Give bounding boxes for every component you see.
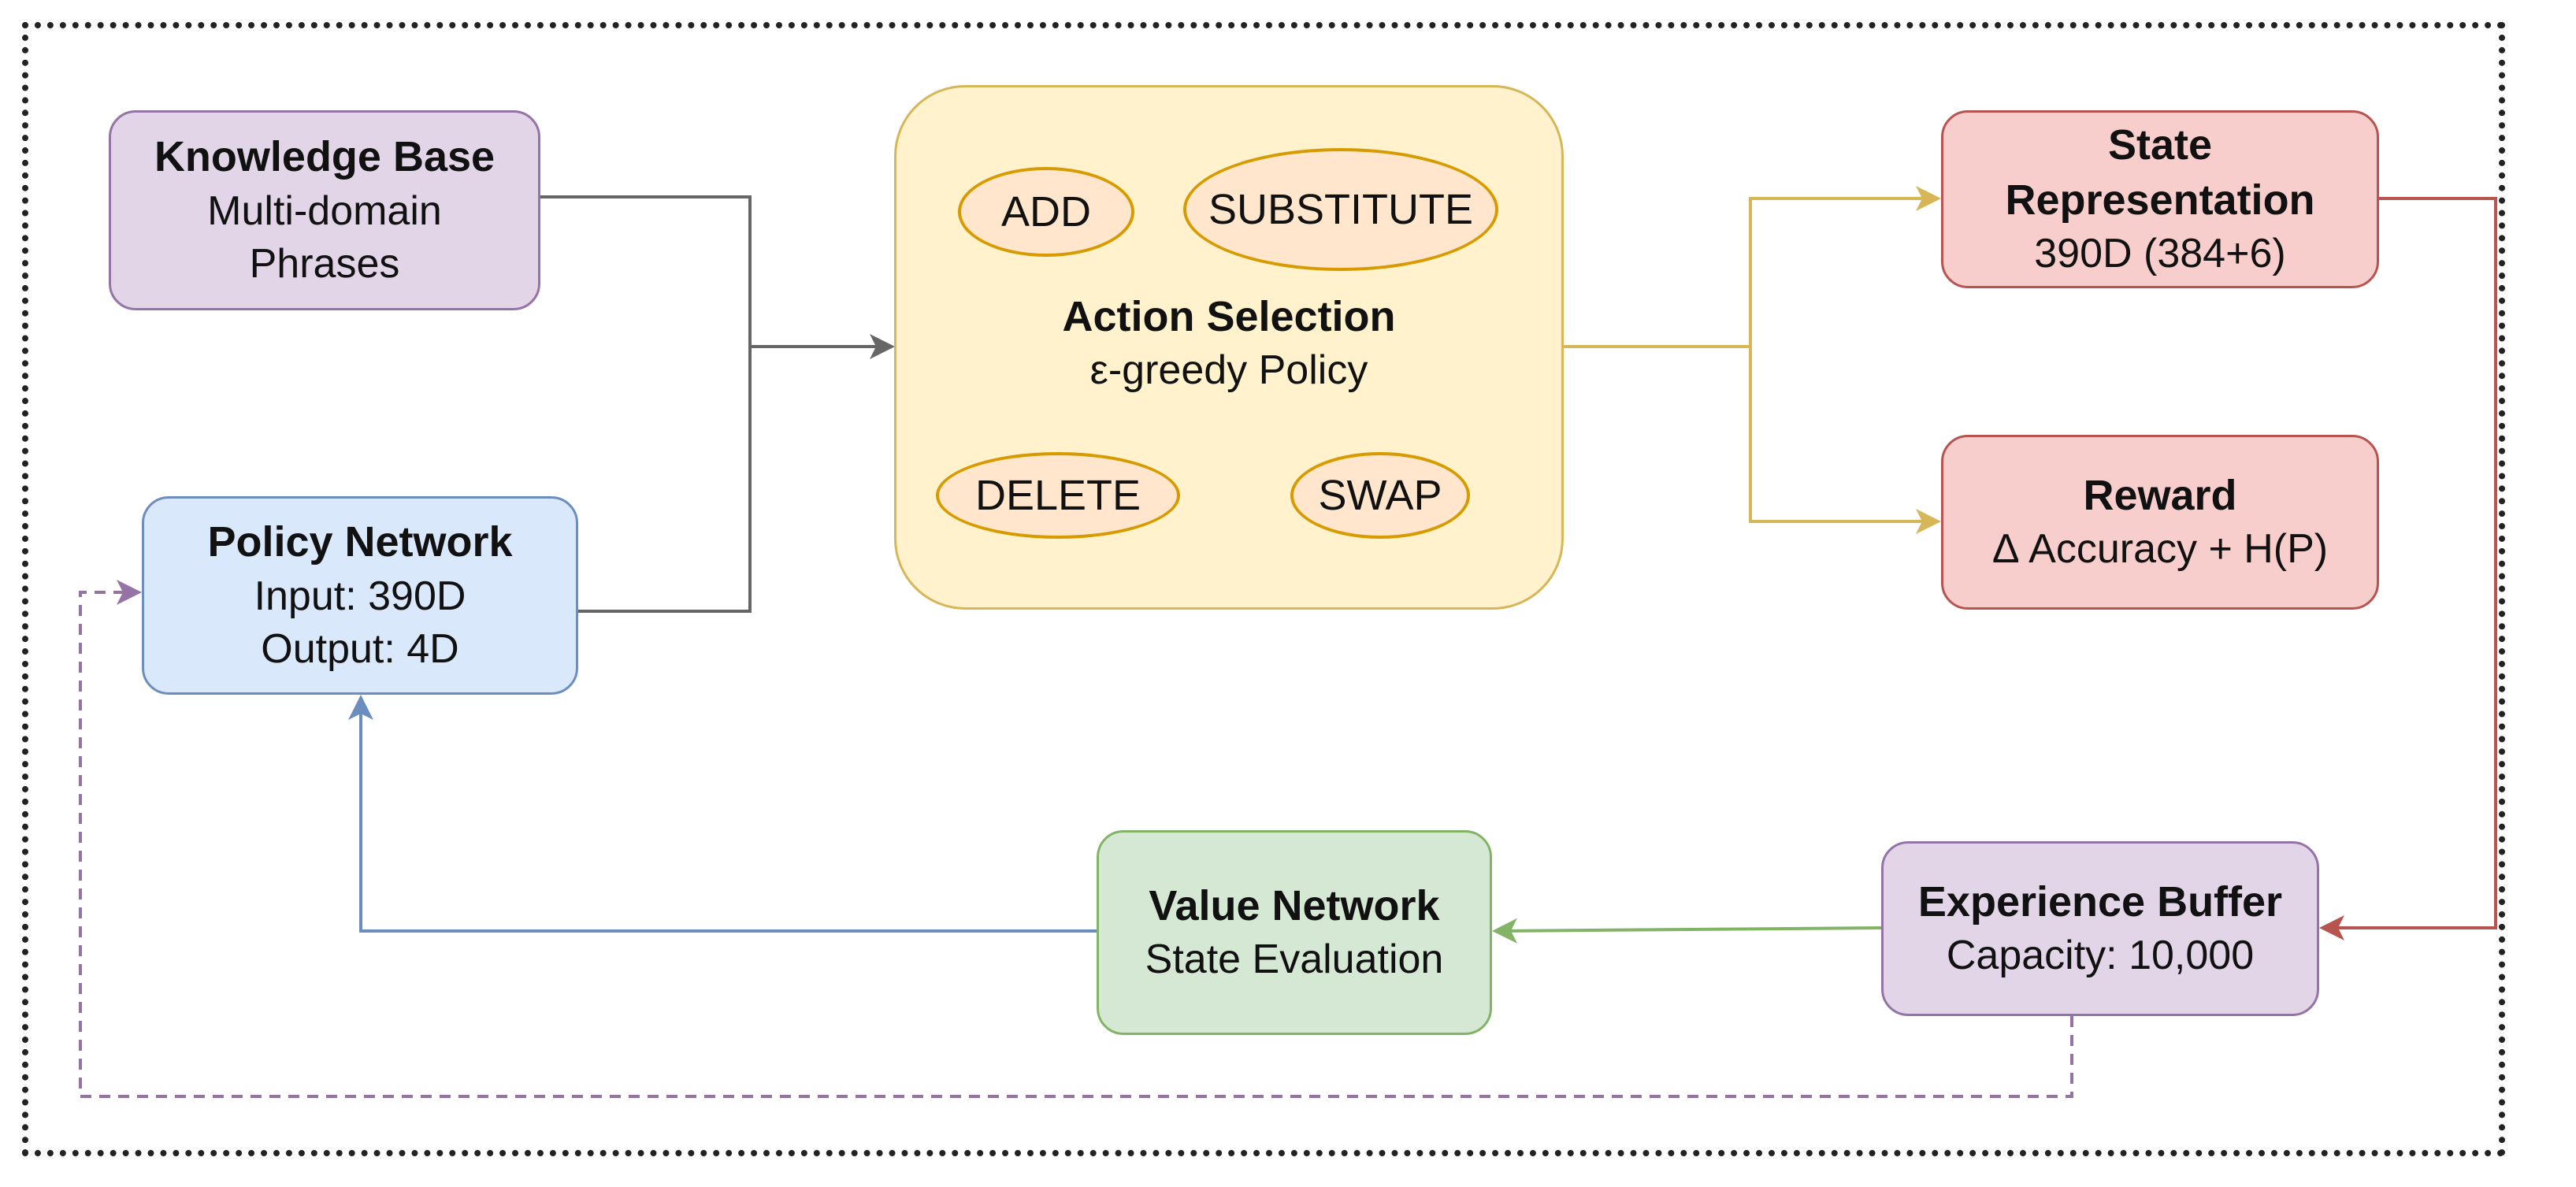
knowledge-base-line1: Multi-domain [207, 187, 442, 234]
action-delete: DELETE [936, 452, 1180, 539]
reward-title: Reward [2083, 472, 2237, 520]
edge-buffer-to-value [1492, 918, 1882, 944]
state-representation-node: State Representation 390D (384+6) [1941, 110, 2379, 288]
experience-buffer-title: Experience Buffer [1917, 878, 2283, 926]
policy-network-title: Policy Network [207, 518, 513, 566]
action-add: ADD [958, 167, 1134, 257]
edge-state-to-buffer [2319, 197, 2497, 940]
action-swap: SWAP [1290, 452, 1470, 539]
edge-value-to-policy [348, 695, 1097, 933]
experience-buffer-capacity: Capacity: 10,000 [1946, 933, 2255, 979]
value-network-desc: State Evaluation [1145, 937, 1444, 983]
reward-formula: Δ Accuracy + H(P) [1991, 526, 2329, 573]
policy-network-node: Policy Network Input: 390D Output: 4D [142, 496, 578, 695]
value-network-node: Value Network State Evaluation [1097, 830, 1492, 1035]
diagram-border [22, 22, 2505, 1156]
knowledge-base-node: Knowledge Base Multi-domain Phrases [109, 110, 540, 310]
state-representation-dims: 390D (384+6) [2034, 231, 2286, 277]
edge-action-to-state [1564, 186, 1941, 348]
policy-network-input: Input: 390D [254, 573, 466, 619]
action-selection-subtitle: ε-greedy Policy [1089, 347, 1368, 394]
edge-policy-network-to-action [578, 347, 752, 613]
action-selection-title: Action Selection [1062, 293, 1396, 340]
policy-network-output: Output: 4D [261, 626, 459, 673]
reward-node: Reward Δ Accuracy + H(P) [1941, 435, 2379, 610]
value-network-title: Value Network [1149, 882, 1440, 930]
knowledge-base-line2: Phrases [249, 241, 400, 287]
action-substitute: SUBSTITUTE [1183, 148, 1498, 271]
experience-buffer-node: Experience Buffer Capacity: 10,000 [1881, 841, 2319, 1016]
knowledge-base-title: Knowledge Base [154, 133, 496, 181]
edge-action-to-reward [1749, 347, 1941, 534]
state-representation-title-1: State [2107, 121, 2213, 169]
edge-knowledge-base-to-action [540, 195, 895, 359]
state-representation-title-2: Representation [2005, 176, 2315, 224]
edge-buffer-to-policy-dashed [79, 580, 2073, 1098]
